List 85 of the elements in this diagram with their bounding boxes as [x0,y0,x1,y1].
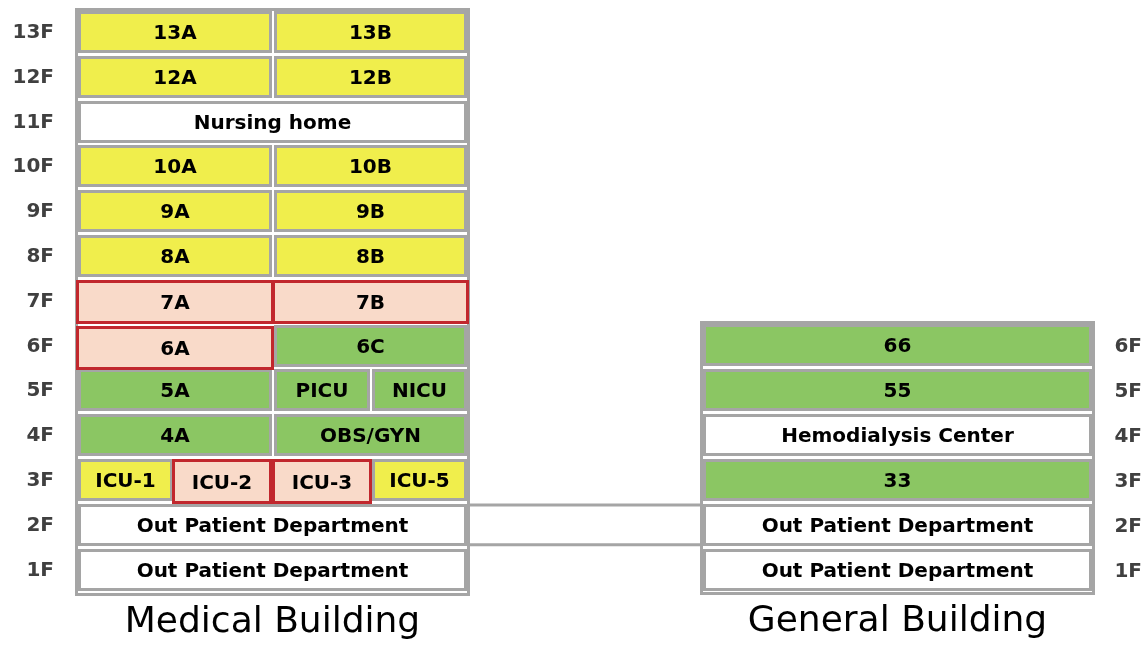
ward-name: 4A [160,423,190,448]
floor-label: 7F [25,287,54,312]
ward-name: NICU [391,378,448,403]
floor-label: 4F [25,422,54,447]
ward-block [274,369,370,412]
ward-name: ICU-1 [95,468,156,492]
ward-name: OBS/GYN [319,423,422,448]
ward-name: 10B [348,154,393,179]
ward-block [78,190,272,233]
ward-name: PICU [295,378,349,403]
ward-block [274,145,467,188]
floor-label: 3F [25,467,54,491]
department-band [703,504,1092,546]
floor-label: 5F [1113,378,1142,402]
floor-label: 1F [25,556,54,581]
building-name: General Building [746,598,1049,639]
ward-name: 6C [356,333,385,358]
department-band [703,549,1092,591]
ward-name: 5A [160,378,190,403]
ward-block [274,414,467,457]
ward-name: 66 [883,333,912,357]
floor-label: 3F [1113,468,1142,492]
ward-block [274,55,467,98]
ward-block [274,235,467,277]
ward-name: 9A [160,199,190,224]
ward-block [78,459,173,501]
ward-block [76,325,274,370]
floor-label: 10F [11,153,54,178]
ward-block [372,459,467,501]
ward-block [272,459,372,504]
ward-block [372,369,467,412]
ward-name: Out Patient Department [761,513,1034,537]
ward-block [274,190,467,233]
ward-name: Out Patient Department [761,558,1034,582]
floor-label: 6F [1113,333,1142,357]
ward-block [78,414,272,457]
department-band [78,503,467,546]
floor-label: 1F [1113,558,1142,582]
ward-block [78,11,272,53]
ward-name: 13A [153,20,197,44]
ward-name: 9B [355,199,386,224]
ward-name: Out Patient Department [136,512,409,537]
ward-block [172,459,272,504]
department-band [703,414,1092,456]
ward-block [272,279,469,324]
ward-name: 6A [160,335,190,360]
floor-label: 11F [11,108,54,133]
floor-label: 12F [11,63,54,88]
building-name: Medical Building [123,599,422,640]
ward-name: 12A [153,64,197,89]
floor-label: 9F [25,198,54,223]
ward-block [78,55,272,98]
ward-block [78,369,272,412]
ward-block [703,459,1092,501]
ward-name: 13B [348,20,393,44]
ward-name: 12B [348,64,393,89]
floor-label: 13F [11,19,54,43]
ward-name: 8A [160,244,190,268]
floor-label: 6F [25,332,54,357]
floor-label: 8F [25,243,54,267]
ward-block [274,11,467,53]
ward-block [76,279,274,324]
ward-block [274,324,467,367]
floor-label: 5F [25,377,54,402]
ward-name: 55 [883,378,912,402]
ward-name: Out Patient Department [136,557,409,582]
ward-name: Nursing home [193,109,352,134]
ward-name: 8B [355,244,386,268]
ward-block [78,235,272,277]
department-band [78,548,467,591]
floor-label: 2F [25,511,54,536]
ward-name: 10A [153,154,197,179]
ward-block [703,369,1092,411]
ward-name: ICU-2 [191,469,253,494]
ward-block [703,324,1092,366]
ward-name: ICU-3 [291,469,353,494]
ward-name: 33 [883,468,912,492]
ward-name: Hemodialysis Center [781,423,1014,447]
ward-name: 7A [160,289,190,314]
department-band [78,100,467,143]
ward-name: ICU-5 [389,468,450,492]
ward-name: 7B [355,289,386,314]
floor-label: 2F [1113,513,1142,537]
floor-label: 4F [1113,423,1142,447]
ward-block [78,145,272,188]
